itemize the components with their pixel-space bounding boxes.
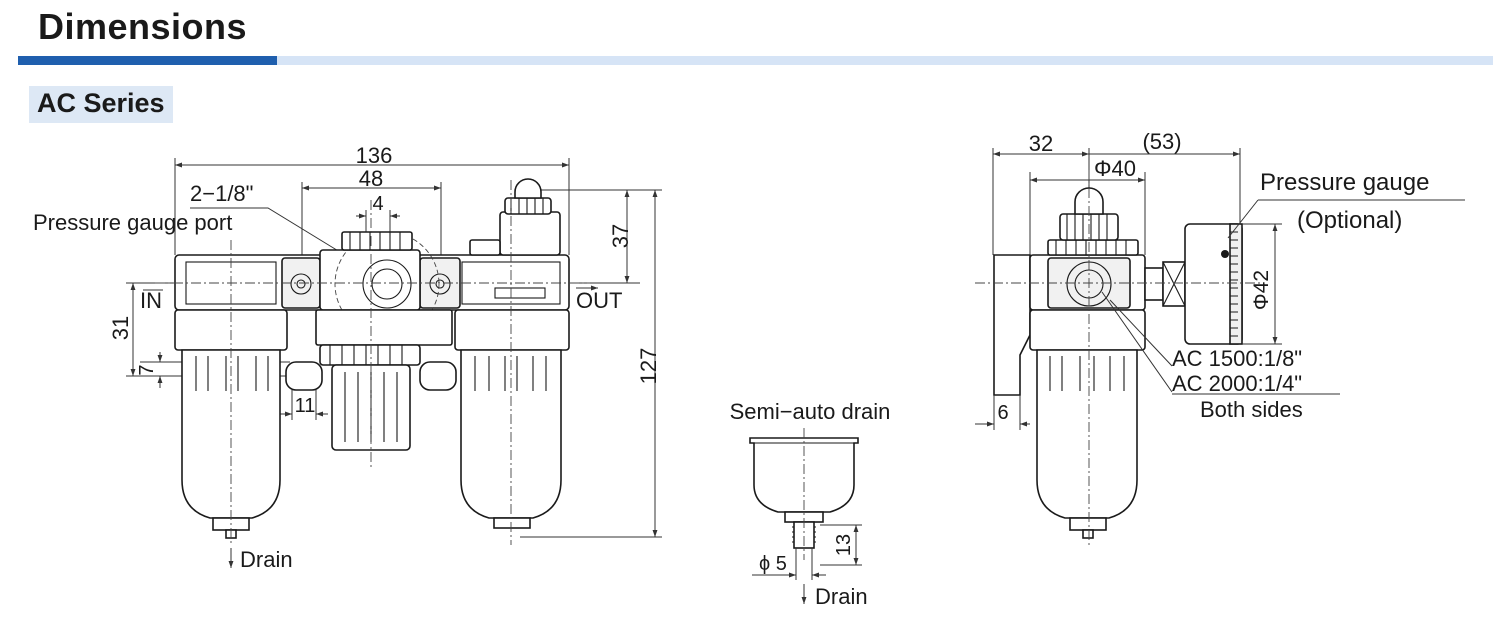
label-out: OUT	[576, 288, 622, 313]
drain-dim-height: 13	[833, 534, 855, 556]
wall-bracket	[993, 254, 1031, 396]
side-dim-gauge-offset: (53)	[1142, 129, 1181, 154]
dim-top-height: 37	[608, 224, 633, 248]
side-view: 32 (53) Φ40 Φ42	[975, 129, 1465, 545]
side-bowl	[1036, 349, 1138, 519]
dim-in-height: 31	[108, 316, 133, 340]
label-pressure-gauge: Pressure gauge	[1260, 169, 1429, 196]
dim-gauge-spacing: 48	[359, 166, 383, 191]
drain-detail-title: Semi−auto drain	[730, 399, 891, 424]
label-pressure-gauge-port: Pressure gauge port	[33, 210, 232, 235]
dim-bracket-height: 7	[136, 364, 158, 375]
drain-dim-diameter: ϕ 5	[759, 553, 787, 575]
label-ac2000: AC 2000:1/4"	[1172, 371, 1302, 396]
series-label: AC Series	[29, 86, 173, 123]
dim-port-center: 4	[372, 193, 383, 215]
side-dim-bowl-diameter: Φ40	[1094, 156, 1136, 181]
side-dim-gauge-diameter: Φ42	[1250, 270, 1273, 310]
dim-port-size: 2−1/8"	[190, 181, 253, 206]
title-underline	[277, 56, 1493, 65]
side-dim-bracket-thickness: 6	[997, 402, 1008, 424]
label-optional: (Optional)	[1297, 207, 1402, 234]
drain-detail: Semi−auto drain 13 ϕ 5 Drain	[730, 399, 891, 609]
label-in: IN	[140, 288, 162, 313]
dim-bracket-width: 11	[295, 395, 316, 417]
side-dim-depth: 32	[1029, 131, 1053, 156]
label-ac1500: AC 1500:1/8"	[1172, 346, 1302, 371]
dim-overall-height: 127	[636, 348, 661, 385]
label-both-sides: Both sides	[1200, 397, 1303, 422]
label-drain-front: Drain	[240, 547, 293, 572]
dim-overall-width: 136	[356, 143, 393, 168]
front-view: 136 48 2−1/8" Pressure gauge port 4 37 1…	[33, 143, 662, 572]
leader-port	[190, 207, 341, 253]
title-underline-accent	[18, 56, 277, 65]
page-title: Dimensions	[38, 6, 248, 47]
label-drain-detail: Drain	[815, 584, 868, 609]
